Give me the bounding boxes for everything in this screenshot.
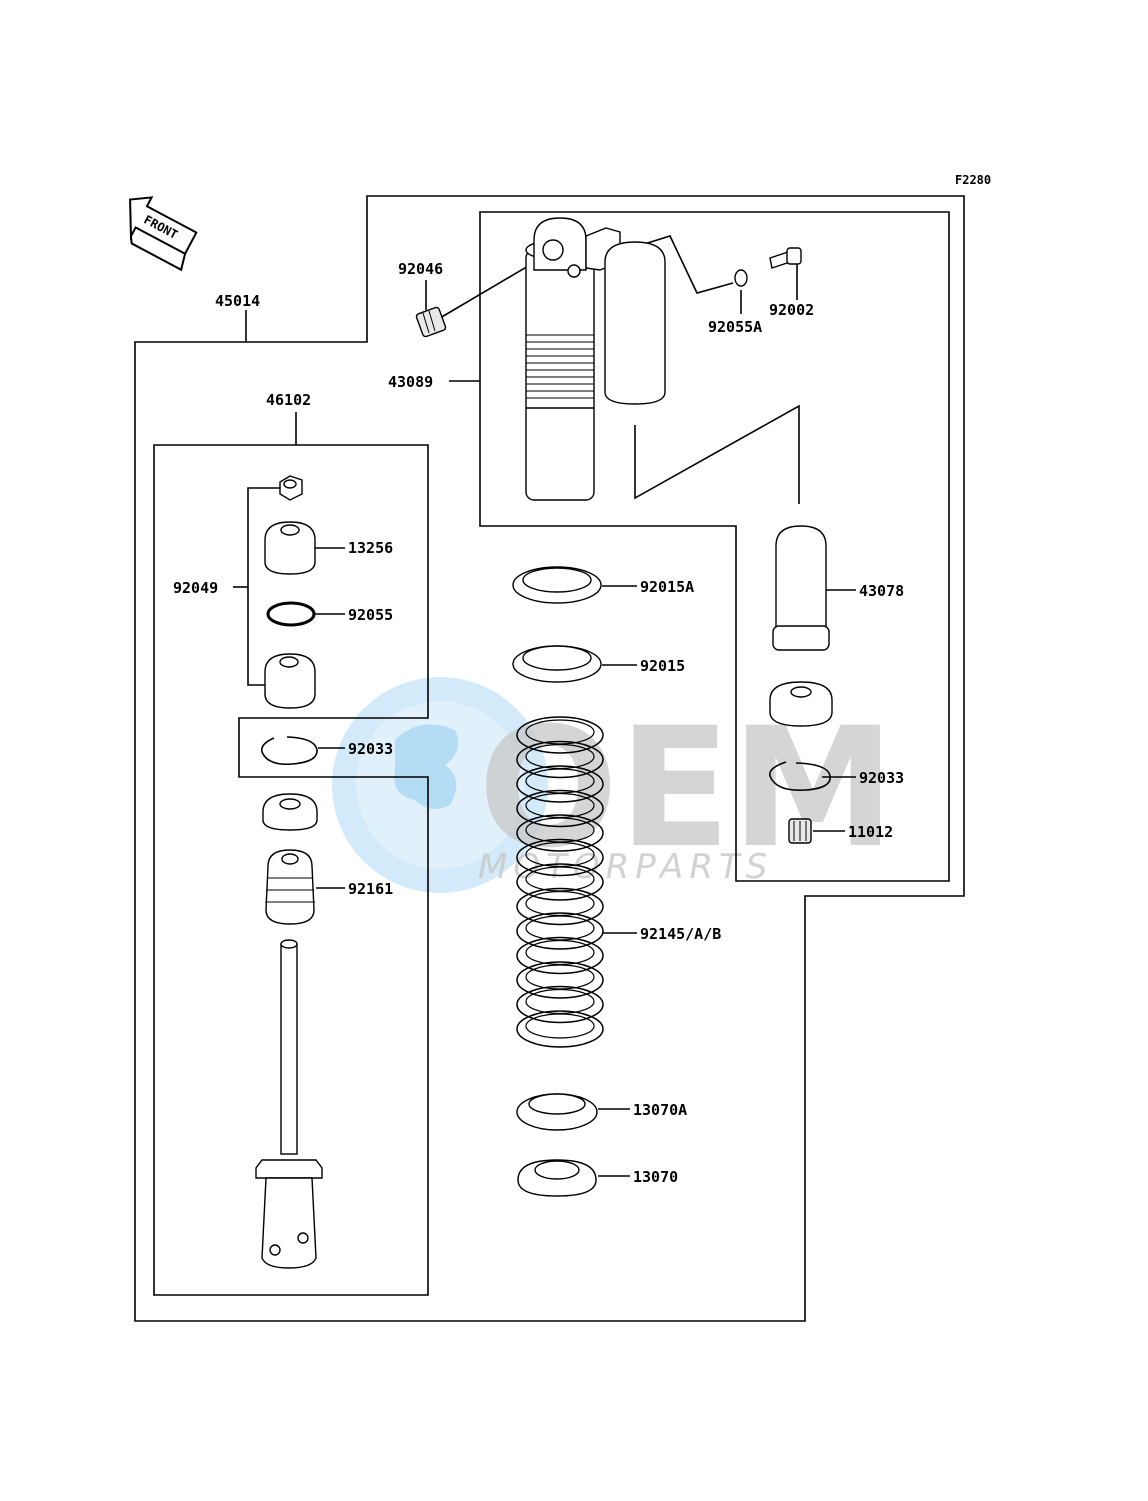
figure-code: F2280: [955, 173, 991, 187]
spring-coil: [516, 716, 604, 754]
label-13070: 13070: [633, 1168, 678, 1186]
part-oring-92055: [266, 601, 316, 627]
part-bearing-92046: [415, 306, 447, 338]
label-92002: 92002: [769, 301, 814, 319]
spring-coil: [516, 814, 604, 852]
spring-coil-inner: [525, 890, 595, 917]
assembly-outline-46102: [153, 444, 429, 1296]
label-92145: 92145/A/B: [640, 925, 721, 943]
label-92015A: 92015A: [640, 578, 694, 596]
part-spring-92145: [516, 716, 604, 1048]
part-seat-13070A: [516, 1093, 598, 1131]
spring-coil: [516, 985, 604, 1024]
label-92033-left: 92033: [348, 740, 393, 758]
part-bushing-lower: [264, 653, 316, 709]
part-cap-seal: [769, 681, 833, 727]
assembly-outline-43089: [479, 211, 950, 882]
spring-coil: [516, 740, 604, 779]
label-45014: 45014: [215, 292, 260, 310]
part-bearing-11012: [788, 818, 812, 844]
part-shock-body-43089: [525, 217, 621, 501]
watermark: OEM MOTORPARTS: [332, 677, 895, 893]
spring-coil: [516, 863, 604, 901]
spring-coil-inner: [525, 964, 595, 990]
spring-coil: [516, 936, 604, 975]
part-oring-92055A: [734, 269, 748, 287]
part-reservoir: [604, 241, 666, 405]
spring-coil: [516, 887, 604, 926]
watermark-brand: OEM: [478, 692, 895, 884]
label-92046: 92046: [398, 260, 443, 278]
part-bolt-92002: [769, 247, 802, 269]
part-circlip-92033-right: [769, 761, 831, 792]
spring-coil-inner: [525, 915, 595, 941]
part-bushing-13256: [264, 521, 316, 575]
part-seal-holder: [262, 793, 318, 831]
label-11012: 11012: [848, 823, 893, 841]
assembly-outline-45014: [134, 195, 965, 1322]
label-13256: 13256: [348, 539, 393, 557]
label-43078: 43078: [859, 582, 904, 600]
part-cap-43078: [772, 525, 830, 651]
spring-coil-inner: [525, 1013, 595, 1039]
spring-coil-inner: [525, 939, 595, 966]
label-92033-right: 92033: [859, 769, 904, 787]
label-46102: 46102: [266, 391, 311, 409]
spring-coil: [516, 789, 604, 828]
label-92015: 92015: [640, 657, 685, 675]
spring-coil: [516, 912, 604, 950]
part-nut: [279, 475, 303, 501]
spring-coil: [516, 961, 604, 999]
front-arrow-icon: FRONT: [129, 196, 198, 272]
label-43089: 43089: [388, 373, 433, 391]
label-92055: 92055: [348, 606, 393, 624]
spring-coil: [516, 765, 604, 803]
spring-coil-inner: [525, 988, 595, 1015]
part-seat-13070: [517, 1159, 597, 1197]
part-circlip-92033-left: [260, 736, 318, 766]
part-labels: 45014 46102 92046 43089 92055A 92002 920…: [173, 260, 904, 1186]
label-13070A: 13070A: [633, 1101, 687, 1119]
part-bumper-92161: [265, 849, 315, 925]
spring-coil: [516, 1010, 604, 1048]
label-92049: 92049: [173, 579, 218, 597]
part-piston-rod: [255, 939, 323, 1269]
label-92055A: 92055A: [708, 318, 762, 336]
part-adjuster-92015: [512, 645, 602, 683]
spring-coil: [516, 838, 604, 877]
part-locknut-92015A: [512, 566, 602, 604]
watermark-globe: [332, 677, 548, 893]
label-92161: 92161: [348, 880, 393, 898]
